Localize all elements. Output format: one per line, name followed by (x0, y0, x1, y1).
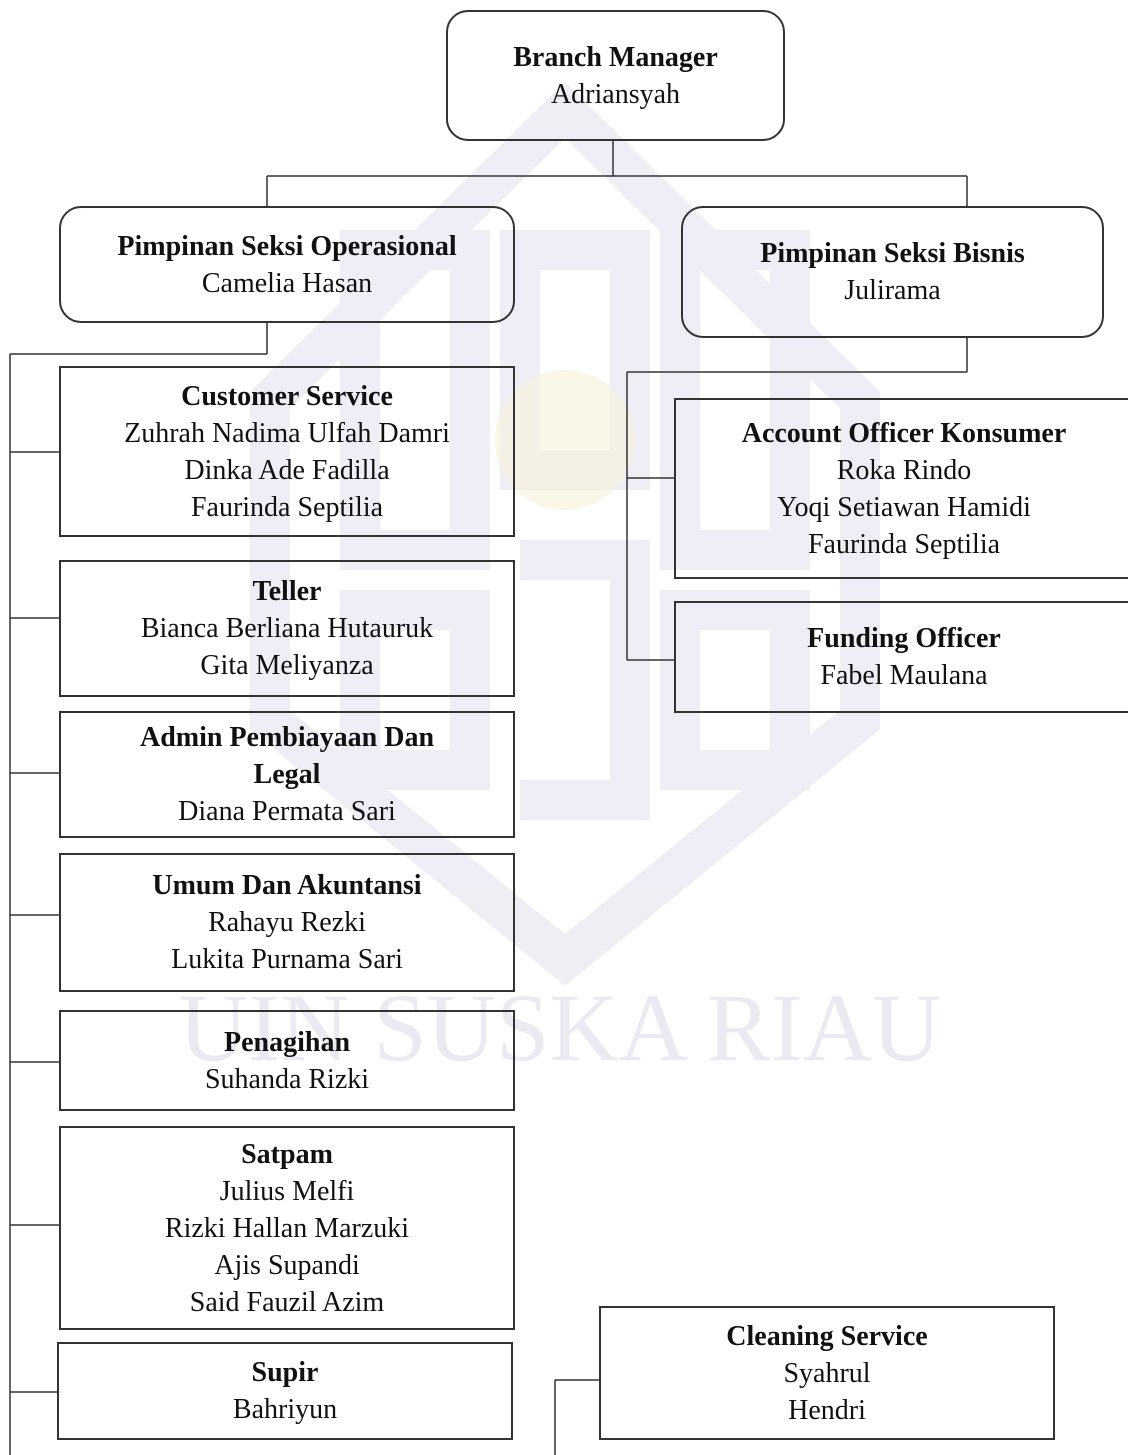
supir-person: Bahriyun (232, 1394, 338, 1425)
umum-akuntansi-person: Lukita Purnama Sari (171, 944, 403, 975)
admin-pembiayaan-box: Admin Pembiayaan Dan Legal Diana Permata… (59, 711, 515, 838)
teller-person: Bianca Berliana Hutauruk (140, 613, 434, 644)
customer-service-box: Customer Service Zuhrah Nadima Ulfah Dam… (59, 366, 515, 537)
operasional-name: Camelia Hasan (201, 267, 373, 299)
satpam-title: Satpam (241, 1138, 333, 1170)
customer-service-person: Zuhrah Nadima Ulfah Damri (124, 417, 450, 449)
umum-akuntansi-box: Umum Dan Akuntansi Rahayu Rezki Lukita P… (59, 853, 515, 992)
penagihan-box: Penagihan Suhanda Rizki (59, 1010, 515, 1111)
supir-box: Supir Bahriyun (57, 1342, 513, 1440)
satpam-person: Rizki Hallan Marzuki (164, 1212, 410, 1244)
customer-service-person: Dinka Ade Fadilla (184, 454, 390, 486)
satpam-person: Ajis Supandi (214, 1249, 360, 1281)
admin-pembiayaan-person: Diana Permata Sari (178, 796, 396, 827)
account-officer-title: Account Officer Konsumer (741, 417, 1067, 449)
bisnis-box: Pimpinan Seksi Bisnis Julirama (681, 206, 1104, 338)
penagihan-title: Penagihan (223, 1026, 351, 1058)
teller-title: Teller (252, 576, 322, 607)
funding-officer-box: Funding Officer Fabel Maulana (674, 601, 1128, 713)
customer-service-title: Customer Service (181, 380, 393, 412)
satpam-person: Said Fauzil Azim (189, 1286, 385, 1318)
umum-akuntansi-person: Rahayu Rezki (208, 907, 366, 938)
teller-box: Teller Bianca Berliana Hutauruk Gita Mel… (59, 560, 515, 697)
operasional-title: Pimpinan Seksi Operasional (117, 230, 457, 262)
funding-officer-person: Fabel Maulana (820, 660, 988, 691)
admin-pembiayaan-title: Admin Pembiayaan Dan Legal (139, 722, 435, 790)
account-officer-person: Roka Rindo (836, 454, 972, 486)
cleaning-service-person: Syahrul (783, 1357, 871, 1389)
satpam-box: Satpam Julius Melfi Rizki Hallan Marzuki… (59, 1126, 515, 1330)
cleaning-service-person: Hendri (788, 1394, 866, 1426)
customer-service-person: Faurinda Septilia (190, 491, 384, 523)
penagihan-person: Suhanda Rizki (204, 1063, 370, 1095)
bisnis-name: Julirama (844, 275, 941, 306)
account-officer-person: Faurinda Septilia (807, 528, 1001, 560)
umum-akuntansi-title: Umum Dan Akuntansi (152, 870, 422, 901)
teller-person: Gita Meliyanza (200, 650, 374, 681)
supir-title: Supir (251, 1357, 319, 1388)
branch-manager-title: Branch Manager (513, 41, 718, 73)
account-officer-person: Yoqi Setiawan Hamidi (777, 491, 1031, 523)
operasional-box: Pimpinan Seksi Operasional Camelia Hasan (59, 206, 515, 323)
account-officer-box: Account Officer Konsumer Roka Rindo Yoqi… (674, 398, 1128, 579)
funding-officer-title: Funding Officer (807, 623, 1001, 654)
branch-manager-box: Branch Manager Adriansyah (446, 10, 785, 141)
satpam-person: Julius Melfi (219, 1175, 355, 1207)
bisnis-title: Pimpinan Seksi Bisnis (760, 238, 1025, 269)
branch-manager-name: Adriansyah (550, 78, 681, 110)
cleaning-service-box: Cleaning Service Syahrul Hendri (599, 1306, 1055, 1440)
cleaning-service-title: Cleaning Service (726, 1320, 928, 1352)
